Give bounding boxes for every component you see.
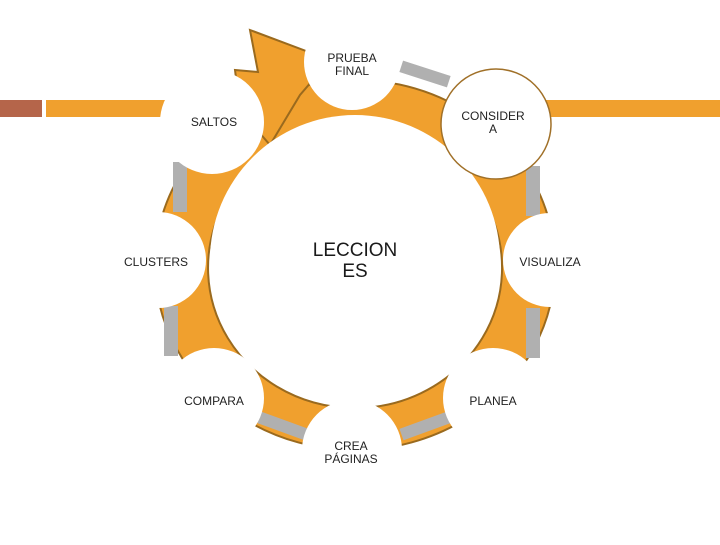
center-label: LECCION ES: [312, 240, 398, 282]
connector: [173, 162, 187, 212]
node-label-considera: CONSIDER A: [461, 109, 525, 136]
node-circle-crea-paginas: [302, 400, 402, 500]
node-label-compara: COMPARA: [184, 394, 244, 408]
node-circle-clusters: [110, 212, 206, 308]
node-label-visualiza: VISUALIZA: [519, 255, 581, 269]
node-circle-prueba-final: [304, 14, 400, 110]
node-circle-saltos: [160, 70, 264, 174]
center-circle: [210, 115, 500, 405]
connector: [399, 60, 451, 88]
node-label-prueba-final: PRUEBA FINAL: [327, 51, 377, 78]
node-label-planea: PLANEA: [469, 394, 517, 408]
connector: [257, 411, 309, 441]
node-label-crea-paginas: CREA PÁGINAS: [324, 439, 378, 466]
node-circle-planea: [443, 348, 543, 448]
connector: [526, 308, 540, 358]
connector: [526, 166, 540, 216]
node-label-clusters: CLUSTERS: [123, 255, 188, 269]
right-accent-band-left: [46, 100, 166, 117]
right-accent-band-right: [540, 100, 720, 117]
node-circle-compara: [164, 348, 264, 448]
node-circle-considera: [440, 68, 552, 180]
connector: [164, 306, 178, 356]
left-accent-band: [0, 100, 42, 117]
connector: [399, 411, 451, 441]
node-label-saltos: SALTOS: [190, 115, 238, 129]
node-circle-visualiza: [503, 213, 597, 307]
node-circles: [110, 14, 597, 500]
